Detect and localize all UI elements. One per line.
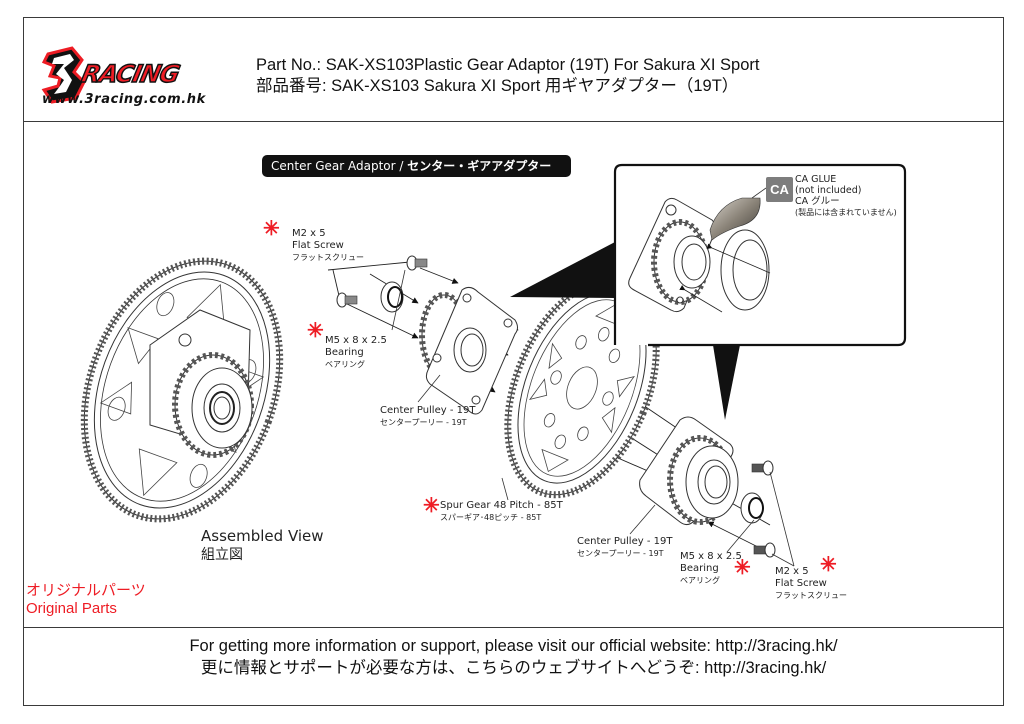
title-english: Part No.: SAK-XS103Plastic Gear Adaptor … <box>256 56 760 74</box>
section-title-bar: Center Gear Adaptor / センター・ギアアダプター <box>262 155 571 177</box>
page-frame <box>23 17 1004 706</box>
part-label-pulley-bottom: Center Pulley - 19T センタープーリー - 19T <box>577 536 673 558</box>
part-label-screw-top: M2 x 5 Flat Screw フラットスクリュー <box>292 228 364 262</box>
original-part-asterisk: ✳ <box>423 495 440 517</box>
section-title-en: Center Gear Adaptor / <box>271 159 408 173</box>
screw-bottom-1 <box>751 460 774 476</box>
part-label-screw-bottom: M2 x 5 Flat Screw フラットスクリュー <box>775 566 847 600</box>
section-title-jp: センター・ギアアダプター <box>407 159 552 173</box>
pulley-bottom <box>639 416 739 526</box>
brand-logo: RACING <box>41 46 183 104</box>
original-part-asterisk: ✳ <box>307 320 324 342</box>
ca-glue-line: (製品には含まれていません) <box>795 208 897 217</box>
ca-glue-line: CA グルー <box>795 196 840 207</box>
ca-glue-line: (not included) <box>795 185 862 196</box>
callout-pointer-down <box>713 345 740 420</box>
original-parts-en: Original Parts <box>26 600 117 617</box>
callout-pointer-left <box>510 242 615 298</box>
part-label-bearing-bottom: M5 x 8 x 2.5 Bearing ベアリング <box>680 551 742 585</box>
header-divider <box>23 121 1004 122</box>
logo-racing-wordmark: RACING <box>78 59 182 89</box>
ca-glue-line: CA GLUE <box>795 174 837 185</box>
original-part-asterisk: ✳ <box>820 554 837 576</box>
brand-website[interactable]: www.3racing.com.hk <box>42 92 206 107</box>
page-title: Part No.: SAK-XS103Plastic Gear Adaptor … <box>256 55 759 97</box>
part-label-pulley-top: Center Pulley - 19T センタープーリー - 19T <box>380 405 476 427</box>
assembled-view-caption: Assembled View 組立図 <box>201 527 324 565</box>
bearing-top <box>380 281 404 313</box>
ca-glue-note: CA GLUE (not included) CA グルー (製品には含まれてい… <box>795 174 897 218</box>
logo-3-emblem <box>41 46 86 104</box>
original-parts-legend: オリジナルパーツ Original Parts <box>26 582 146 618</box>
ca-glue-badge: CA <box>766 177 793 202</box>
footer-support-info: For getting more information or support,… <box>23 635 1004 679</box>
bearing-bottom <box>740 492 764 524</box>
screw-bottom-2 <box>753 542 776 558</box>
leader-lines <box>391 269 795 567</box>
assembled-pulley-adaptor <box>149 309 254 458</box>
footer-divider <box>23 627 1004 628</box>
assembled-view-en: Assembled View <box>201 527 324 545</box>
original-part-asterisk: ✳ <box>734 557 751 579</box>
footer-line-en[interactable]: For getting more information or support,… <box>189 637 838 655</box>
assembled-view-jp: 組立図 <box>201 547 243 563</box>
original-parts-jp: オリジナルパーツ <box>26 582 146 599</box>
part-label-spur-gear: Spur Gear 48 Pitch - 85T スパーギア･48ピッチ - 8… <box>440 500 563 522</box>
title-japanese: 部品番号: SAK-XS103 Sakura XI Sport 用ギヤアダプター… <box>256 77 739 95</box>
part-label-bearing-top: M5 x 8 x 2.5 Bearing ベアリング <box>325 335 387 369</box>
detail-callout <box>510 163 907 420</box>
screw-top-1 <box>406 255 428 271</box>
ca-glue-bottle <box>709 197 761 241</box>
footer-line-jp[interactable]: 更に情報とサポートが必要な方は、こちらのウェブサイトへどうぞ: http://3… <box>200 659 827 677</box>
pulley-top <box>419 286 518 415</box>
screw-top-2 <box>336 292 358 308</box>
svg-text:RACING: RACING <box>79 59 182 88</box>
original-part-asterisk: ✳ <box>263 218 280 240</box>
